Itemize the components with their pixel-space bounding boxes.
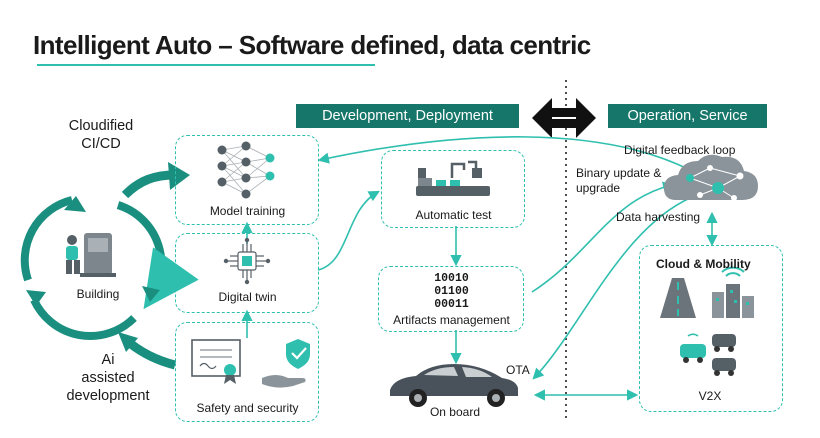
development-line: development [66, 388, 150, 404]
bits-row: 01100 [434, 285, 469, 298]
digital-twin-label: Digital twin [218, 290, 277, 304]
upgrade-line: upgrade [576, 181, 621, 195]
binary-update-label: Binary update & upgrade [576, 166, 661, 196]
artifacts-management-box [378, 266, 524, 332]
double-arrow-icon [532, 98, 596, 138]
cloud-mobility-label: Cloud & Mobility [656, 257, 751, 271]
digital-twin-box [175, 233, 319, 313]
car-icon [390, 364, 518, 407]
neural-network-icon [217, 141, 275, 199]
operation-service-banner: Operation, Service [608, 104, 767, 128]
factory-robot-icon [416, 160, 490, 196]
cloud-mobility-box [639, 245, 783, 412]
bits-row: 00011 [434, 298, 469, 311]
development-deployment-banner: Development, Deployment [296, 104, 519, 128]
assisted-line: assisted [81, 370, 135, 386]
cycle-arrows [20, 196, 199, 341]
artifacts-bits: 10010 01100 00011 [378, 272, 525, 311]
data-harvesting-label: Data harvesting [616, 210, 701, 224]
title-underline [37, 64, 375, 66]
road-icon [660, 278, 696, 318]
page-title: Intelligent Auto – Software defined, dat… [33, 30, 591, 60]
safety-security-box [175, 322, 319, 422]
on-board-label: On board [429, 405, 481, 419]
cloudified-cicd-label: Cloudified CI/CD [46, 117, 156, 153]
model-training-label: Model training [209, 204, 286, 218]
v2x-label: V2X [698, 389, 722, 403]
binary-update-line: Binary update & [576, 166, 662, 180]
chip-icon [223, 237, 271, 285]
ota-label: OTA [506, 363, 530, 377]
ai-line: Ai [101, 352, 115, 368]
certificate-icon [191, 339, 241, 384]
automatic-test-label: Automatic test [415, 208, 492, 222]
model-training-box [175, 135, 319, 225]
cloudified-line: Cloudified [68, 118, 134, 134]
ai-assisted-label: Ai assisted development [46, 351, 170, 405]
shield-hand-icon [262, 339, 310, 388]
artifacts-management-label: Artifacts management [393, 313, 510, 327]
building-label: Building [76, 287, 120, 301]
automatic-test-box [381, 150, 525, 228]
cicd-line: CI/CD [81, 136, 121, 152]
bits-row: 10010 [434, 272, 469, 285]
cicd-curved-arrow [121, 170, 176, 199]
digital-feedback-loop-label: Digital feedback loop [624, 143, 736, 157]
cloud-network-icon [664, 154, 758, 201]
safety-security-label: Safety and security [196, 401, 299, 415]
city-wifi-icon [712, 266, 754, 318]
v2x-cars-icon [680, 333, 736, 376]
engineer-icon [66, 233, 116, 277]
